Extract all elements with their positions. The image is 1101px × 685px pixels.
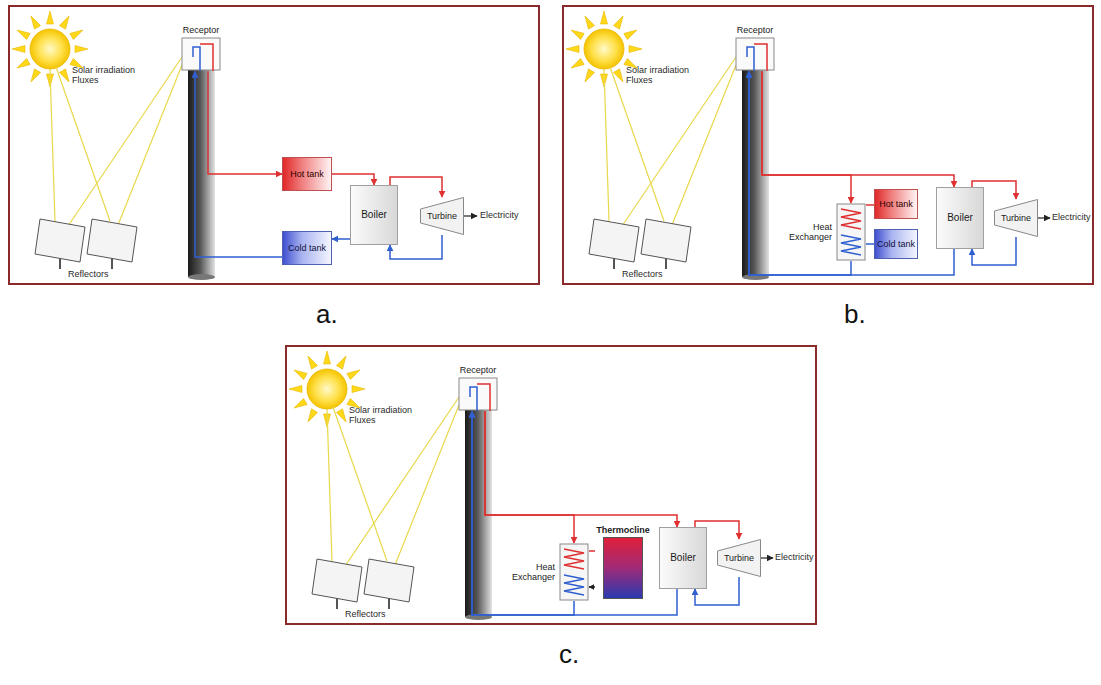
panel-c-scene <box>289 351 773 620</box>
node-text: Heat Exchanger <box>776 222 834 243</box>
heat-exchanger: Heat Exchanger <box>776 203 866 261</box>
heat-exchanger-coil <box>559 543 589 601</box>
node-text: Receptor <box>737 25 774 35</box>
node-text: Thermocline <box>596 525 650 535</box>
thermocline-gradient <box>603 537 643 599</box>
flux-label: Solar irradiation Fluxes <box>349 405 424 426</box>
pipe-connector <box>866 204 874 206</box>
pipe-connector <box>866 243 874 245</box>
receptor-box: Receptor <box>176 25 226 71</box>
pipe-connector <box>485 411 574 543</box>
node-text: Heat Exchanger <box>499 562 557 583</box>
hot-tank: Hot tank <box>282 157 332 191</box>
reflector-label: Reflectors <box>622 269 682 279</box>
receptor-box: Receptor <box>453 365 503 411</box>
turbine-shape: Turbine <box>994 199 1038 237</box>
node-text: Boiler <box>670 552 696 564</box>
output-label: Electricity <box>775 552 815 562</box>
pipe-connector <box>332 238 350 240</box>
panel-b-scene <box>566 11 1050 280</box>
node-text: Hot tank <box>290 169 324 179</box>
panel-a-scene <box>12 11 477 280</box>
hot-tank: Hot tank <box>874 189 918 219</box>
pipe-connector <box>589 550 595 552</box>
thermocline-tank: Thermocline <box>595 525 651 599</box>
node-text: Turbine <box>1001 213 1031 223</box>
receptor-outline <box>458 377 498 411</box>
cold-tank: Cold tank <box>282 231 332 265</box>
node-text: Receptor <box>460 365 497 375</box>
heat-exchanger: Heat Exchanger <box>499 543 589 601</box>
pipe-connector <box>472 411 677 615</box>
node-text: Cold tank <box>288 243 326 253</box>
node-text: Receptor <box>183 25 220 35</box>
reflector-label: Reflectors <box>345 609 405 619</box>
pipe-connector <box>472 411 574 615</box>
heat-exchanger-coil <box>836 203 866 261</box>
pipe-connector <box>589 586 595 588</box>
cold-tank: Cold tank <box>874 229 918 259</box>
boiler-box: Boiler <box>659 527 707 589</box>
panel-frame: ReceptorHeat Exchanger Hot tankCold tank B… <box>562 5 1094 285</box>
reflector-label: Reflectors <box>68 269 128 279</box>
flux-label: Solar irradiation Fluxes <box>72 65 147 86</box>
panel-frame: ReceptorHeat Exchanger ThermoclineBoiler T… <box>285 345 817 625</box>
turbine-shape: Turbine <box>420 197 464 235</box>
node-text: Hot tank <box>879 199 913 209</box>
pipe-connector <box>485 411 677 527</box>
panel-letter: a. <box>316 301 338 327</box>
flux-label: Solar irradiation Fluxes <box>626 65 701 86</box>
pipe-connector <box>749 71 954 275</box>
output-label: Electricity <box>480 210 536 220</box>
receptor-box: Receptor <box>730 25 780 71</box>
panel-letter: c. <box>559 641 579 667</box>
pipe-connector <box>749 71 851 275</box>
node-text: Turbine <box>427 211 457 221</box>
pipe-connector <box>762 71 851 203</box>
node-text: Cold tank <box>877 239 915 249</box>
node-text: Turbine <box>724 553 754 563</box>
node-text: Boiler <box>947 212 973 224</box>
panel-frame: ReceptorHot tankCold tankBoilerTurbinea.… <box>8 5 540 285</box>
boiler-box: Boiler <box>936 187 984 249</box>
panel-letter: b. <box>844 301 866 327</box>
receptor-outline <box>735 37 775 71</box>
receptor-outline <box>181 37 221 71</box>
turbine-shape: Turbine <box>717 539 761 577</box>
pipe-connector <box>762 71 954 187</box>
pipe-connector <box>195 71 282 257</box>
boiler-box: Boiler <box>350 185 398 245</box>
node-text: Boiler <box>361 209 387 221</box>
pipe-connector <box>332 174 374 185</box>
pipe-connector <box>208 71 282 174</box>
output-label: Electricity <box>1052 212 1092 222</box>
